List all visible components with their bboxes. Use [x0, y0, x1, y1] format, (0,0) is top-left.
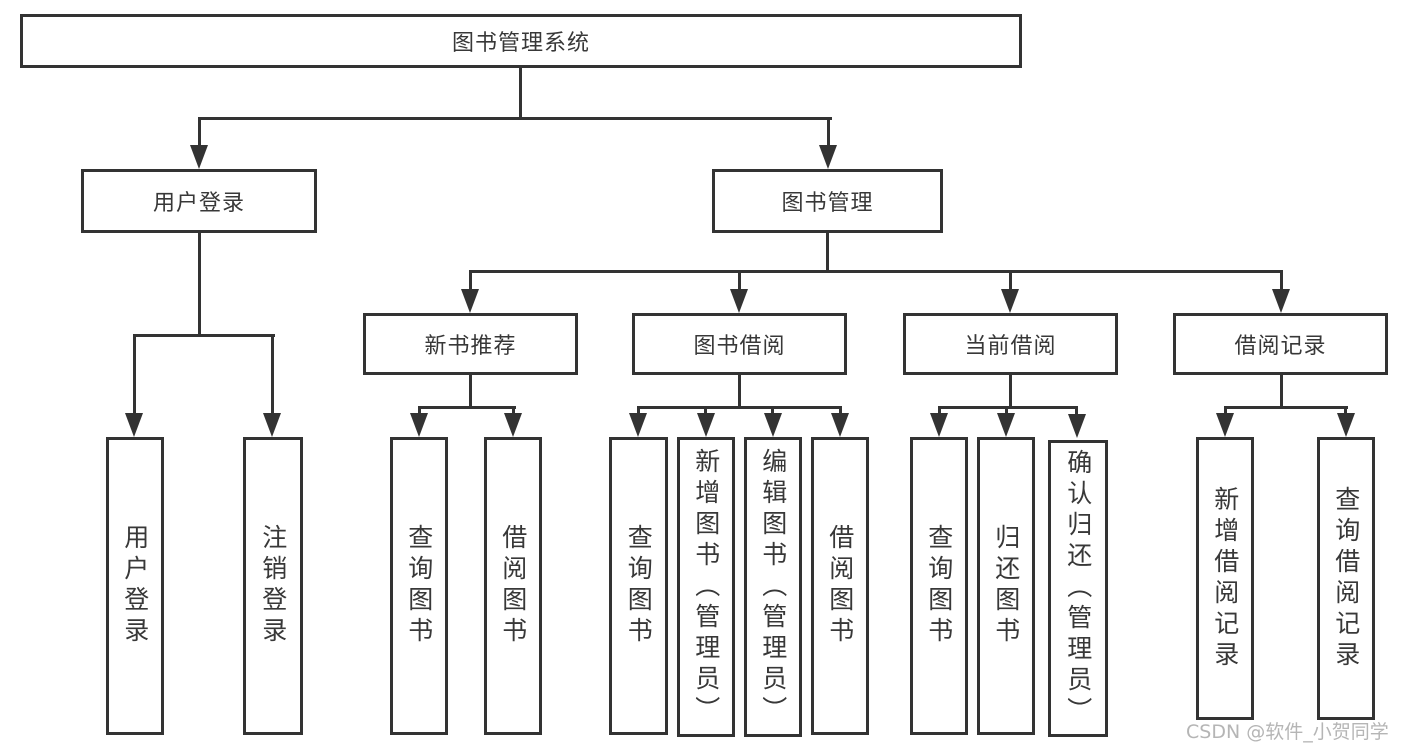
arrowhead-down-icon [1068, 414, 1086, 438]
node-label: 用户登录 [120, 524, 150, 648]
node-new-book-recommend: 新书推荐 [363, 313, 578, 375]
connector-line [519, 68, 522, 120]
connector-line [469, 270, 1283, 273]
connector-line [1224, 406, 1348, 409]
connector-line [133, 334, 136, 413]
leaf-current-confirm-return-admin: 确认归还（管理员） [1048, 440, 1108, 737]
node-label: 查询图书 [404, 524, 434, 648]
connector-line [938, 406, 1078, 409]
node-label: 新增借阅记录 [1210, 485, 1240, 672]
node-root-library-system: 图书管理系统 [20, 14, 1022, 68]
connector-line [826, 233, 829, 272]
node-label: 借阅记录 [1234, 334, 1327, 359]
arrowhead-down-icon [819, 145, 837, 169]
arrowhead-down-icon [125, 413, 143, 437]
connector-line [1009, 270, 1012, 289]
node-label: 借阅图书 [498, 524, 528, 648]
leaf-record-query-borrow-record: 查询借阅记录 [1317, 437, 1375, 720]
node-label: 查询图书 [624, 524, 654, 648]
connector-line [198, 117, 201, 145]
connector-line [637, 406, 640, 415]
connector-line [938, 406, 941, 415]
arrowhead-down-icon [190, 145, 208, 169]
leaf-recommend-query-books: 查询图书 [390, 437, 448, 735]
connector-line [1280, 375, 1283, 408]
connector-line [1075, 406, 1078, 415]
connector-line [738, 375, 741, 408]
connector-line [704, 406, 707, 415]
leaf-logout: 注销登录 [243, 437, 303, 735]
node-user-login-branch: 用户登录 [81, 169, 317, 233]
node-label: 图书管理系统 [451, 31, 590, 56]
connector-line [637, 406, 842, 409]
connector-line [198, 117, 832, 120]
leaf-borrowing-edit-books-admin: 编辑图书（管理员） [744, 437, 802, 737]
leaf-borrowing-borrow-books: 借阅图书 [811, 437, 869, 735]
arrowhead-down-icon [504, 413, 522, 437]
node-label: 图书借阅 [693, 334, 786, 359]
arrowhead-down-icon [263, 413, 281, 437]
connector-line [1009, 375, 1012, 408]
node-label: 注销登录 [258, 524, 288, 648]
arrowhead-down-icon [410, 413, 428, 437]
node-label: 新书推荐 [424, 334, 517, 359]
leaf-record-add-borrow-record: 新增借阅记录 [1196, 437, 1254, 720]
connector-line [133, 334, 275, 337]
arrowhead-down-icon [1337, 413, 1355, 437]
leaf-borrowing-query-books: 查询图书 [609, 437, 668, 735]
connector-line [418, 406, 421, 415]
connector-line [469, 375, 472, 408]
connector-line [1344, 406, 1347, 415]
node-label: 确认归还（管理员） [1063, 449, 1093, 728]
connector-line [271, 334, 274, 413]
connector-line [738, 270, 741, 289]
arrowhead-down-icon [730, 289, 748, 313]
connector-line [1280, 270, 1283, 289]
connector-line [827, 117, 830, 145]
node-label: 查询借阅记录 [1331, 485, 1361, 672]
node-label: 归还图书 [991, 524, 1021, 648]
arrowhead-down-icon [764, 413, 782, 437]
connector-line [839, 406, 842, 415]
node-current-borrowing: 当前借阅 [903, 313, 1118, 375]
arrowhead-down-icon [697, 413, 715, 437]
arrowhead-down-icon [629, 413, 647, 437]
leaf-borrowing-add-books-admin: 新增图书（管理员） [677, 437, 735, 737]
connector-line [771, 406, 774, 415]
node-borrow-records: 借阅记录 [1173, 313, 1388, 375]
node-label: 新增图书（管理员） [691, 447, 721, 727]
node-book-management-branch: 图书管理 [712, 169, 943, 233]
node-label: 当前借阅 [964, 334, 1057, 359]
connector-line [469, 270, 472, 289]
node-book-borrowing: 图书借阅 [632, 313, 847, 375]
node-label: 编辑图书（管理员） [758, 447, 788, 727]
watermark-text: CSDN @软件_小贺同学 [1186, 721, 1389, 743]
arrowhead-down-icon [1272, 289, 1290, 313]
leaf-current-query-books: 查询图书 [910, 437, 968, 735]
node-label: 图书管理 [781, 191, 874, 216]
leaf-current-return-books: 归还图书 [977, 437, 1035, 735]
connector-line [1224, 406, 1227, 415]
arrowhead-down-icon [930, 413, 948, 437]
arrowhead-down-icon [831, 413, 849, 437]
leaf-recommend-borrow-books: 借阅图书 [484, 437, 542, 735]
node-label: 查询图书 [924, 524, 954, 648]
node-label: 用户登录 [152, 191, 245, 216]
arrowhead-down-icon [997, 413, 1015, 437]
node-label: 借阅图书 [825, 524, 855, 648]
connector-line [418, 406, 516, 409]
connector-line [512, 406, 515, 415]
connector-line [1005, 406, 1008, 415]
arrowhead-down-icon [461, 289, 479, 313]
arrowhead-down-icon [1216, 413, 1234, 437]
arrowhead-down-icon [1001, 289, 1019, 313]
leaf-user-login: 用户登录 [106, 437, 164, 735]
connector-line [198, 233, 201, 337]
